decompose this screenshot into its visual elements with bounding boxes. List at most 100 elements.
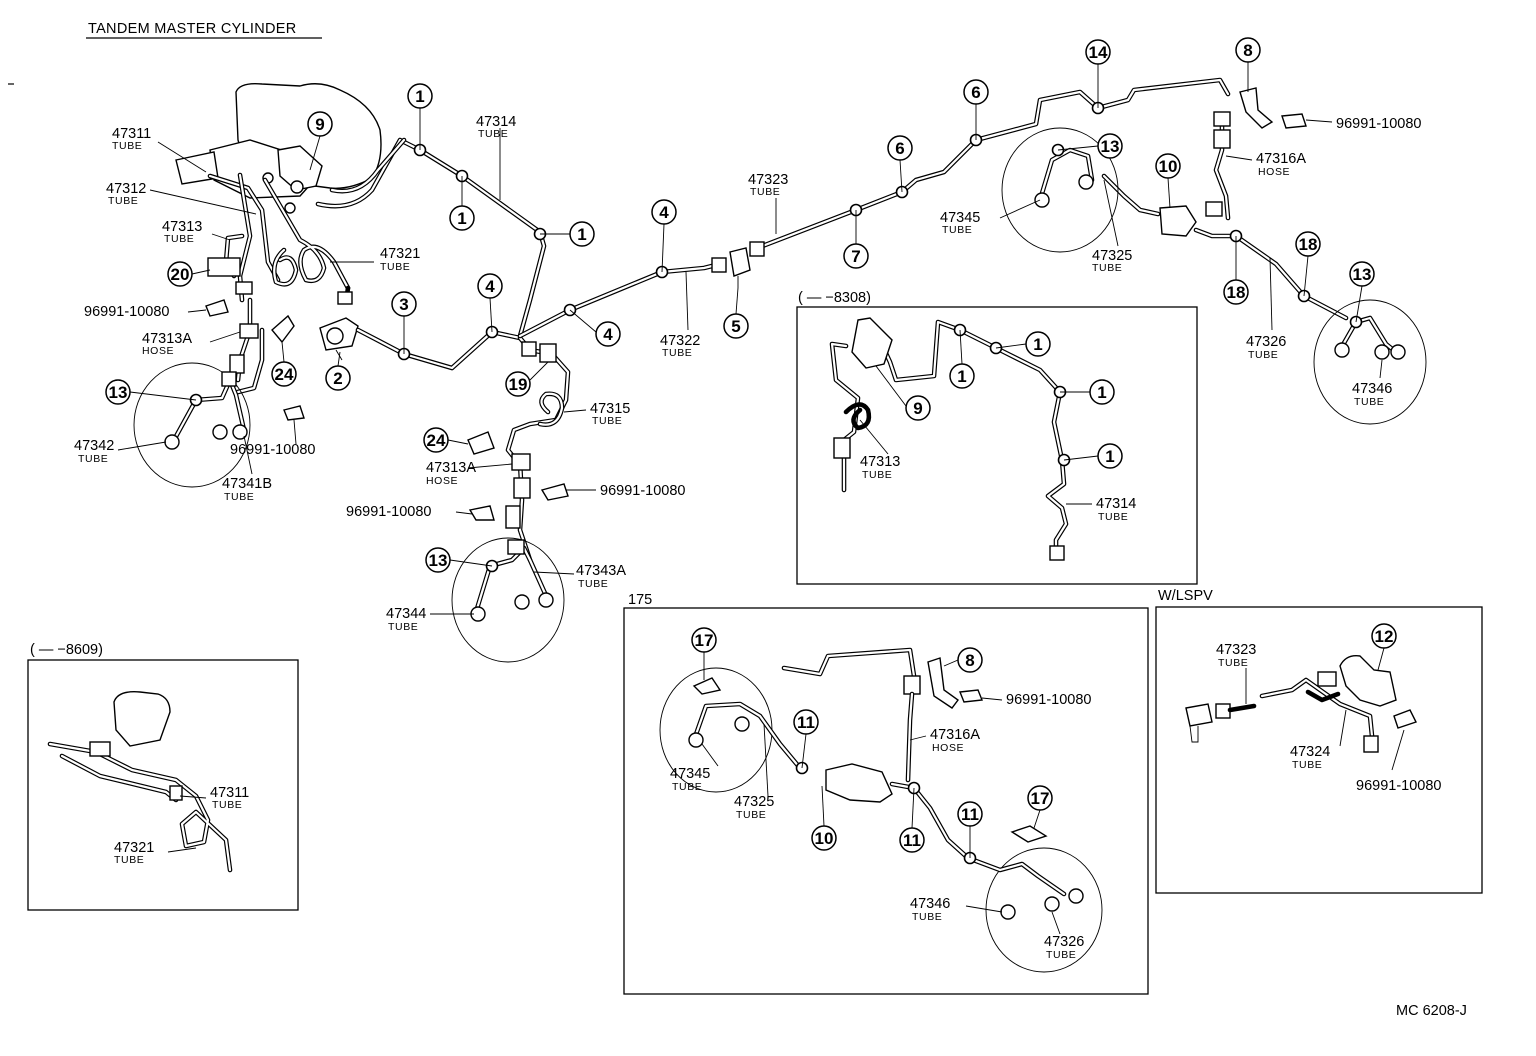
label-47345-type: TUBE — [942, 224, 972, 236]
label-47323: 47323 — [748, 172, 788, 188]
callout-13: 13 — [1057, 133, 1123, 159]
svg-text:20: 20 — [171, 265, 190, 284]
label-47341B-type: TUBE — [224, 491, 254, 503]
part-labels: 47311 TUBE 47312 TUBE 47313 TUBE 96991-1… — [30, 114, 1467, 1019]
callout-5: 5 — [723, 287, 749, 339]
label-47321: 47321 — [380, 246, 420, 262]
svg-text:19: 19 — [509, 375, 528, 394]
callout-4: 4 — [569, 309, 621, 347]
label-47346: 47346 — [1352, 381, 1392, 397]
svg-text:18: 18 — [1299, 235, 1318, 254]
callout-2: 2 — [325, 351, 351, 391]
callout-6: 6 — [963, 79, 989, 140]
callout-13: 13 — [425, 547, 493, 573]
label-47312-type: TUBE — [108, 195, 138, 207]
callout-19: 20 — [167, 261, 211, 287]
rear-left-wheel — [1001, 127, 1119, 253]
label-47314: 47314 — [476, 114, 516, 130]
label-47343A: 47343A — [576, 563, 626, 579]
svg-text:1: 1 — [1033, 335, 1042, 354]
clip-icon — [283, 405, 305, 421]
label-47311: 47311 — [210, 785, 249, 801]
label-clip: 96991-10080 — [1356, 778, 1441, 794]
label-47345: 47345 — [670, 766, 710, 782]
svg-text:1: 1 — [957, 367, 966, 386]
label-47325: 47325 — [734, 794, 774, 810]
svg-text:3: 3 — [399, 295, 408, 314]
label-47316A-type: HOSE — [932, 742, 964, 754]
svg-text:1: 1 — [577, 225, 586, 244]
callout-1: 1 — [407, 83, 433, 150]
label-47315-type: TUBE — [592, 415, 622, 427]
svg-text:11: 11 — [961, 805, 979, 824]
label-47342: 47342 — [74, 438, 114, 454]
label-47313A-type: HOSE — [426, 475, 458, 487]
label-clip: 96991-10080 — [1006, 692, 1091, 708]
front-left-wheel — [133, 362, 251, 488]
callout-18: 18 — [1223, 236, 1249, 305]
label-47324-type: TUBE — [1292, 759, 1322, 771]
callout-1: 1 — [1063, 443, 1123, 469]
svg-text:6: 6 — [895, 139, 904, 158]
diagram-title: TANDEM MASTER CYLINDER — [88, 21, 297, 37]
callout-1: 1 — [449, 176, 475, 231]
callout-1: 1 — [540, 221, 595, 247]
callout-10: 10 — [811, 785, 837, 851]
label-47316A: 47316A — [1256, 151, 1306, 167]
rear-right-wheel — [1313, 299, 1427, 425]
callout-17: 17 — [691, 627, 717, 680]
svg-text:10: 10 — [815, 829, 834, 848]
tube-47315 — [467, 335, 571, 563]
label-47344: 47344 — [386, 606, 426, 622]
callout-1: 1 — [995, 331, 1051, 357]
box-175 — [623, 607, 1149, 995]
label-47316A: 47316A — [930, 727, 980, 743]
label-47313A: 47313A — [142, 331, 192, 347]
svg-text:24: 24 — [275, 365, 294, 384]
label-47326: 47326 — [1044, 934, 1084, 950]
front-left-tubes — [207, 172, 353, 395]
label-47344-type: TUBE — [388, 621, 418, 633]
label-clip: 96991-10080 — [1336, 116, 1421, 132]
callout-10: 10 — [1155, 153, 1181, 209]
tube-rear-main — [517, 77, 1231, 339]
svg-text:5: 5 — [731, 317, 740, 336]
callout-3: 3 — [391, 291, 417, 354]
label-47311-type: TUBE — [212, 799, 242, 811]
svg-text:17: 17 — [695, 631, 714, 650]
label-47322-type: TUBE — [662, 347, 692, 359]
callout-12: 12 — [1371, 623, 1397, 671]
label-47314-type: TUBE — [478, 128, 508, 140]
callout-11: 11 — [957, 801, 983, 858]
box-upto-8609 — [27, 659, 299, 911]
rear-hose-valve — [1101, 87, 1349, 321]
figure-code: MC 6208-J — [1396, 1003, 1467, 1019]
label-47313: 47313 — [162, 219, 202, 235]
box-wlspv-header: W/LSPV — [1158, 588, 1213, 604]
svg-text:8: 8 — [965, 651, 974, 670]
prop-valve-2 — [319, 317, 523, 371]
svg-text:2: 2 — [333, 369, 342, 388]
label-47324: 47324 — [1290, 744, 1330, 760]
svg-text:1: 1 — [1097, 383, 1106, 402]
label-47313A: 47313A — [426, 460, 476, 476]
svg-text:13: 13 — [1101, 137, 1120, 156]
callout-11: 11 — [793, 709, 819, 769]
svg-text:1: 1 — [415, 87, 424, 106]
box-wlspv — [1155, 606, 1483, 894]
svg-text:6: 6 — [971, 83, 980, 102]
svg-text:12: 12 — [1375, 627, 1394, 646]
label-47345-type: TUBE — [672, 781, 702, 793]
svg-text:13: 13 — [1353, 265, 1372, 284]
callout-1: 1 — [1060, 379, 1115, 405]
clip-icon — [205, 299, 229, 317]
label-47346: 47346 — [910, 896, 950, 912]
label-47311-type: TUBE — [112, 140, 142, 152]
label-47326-type: TUBE — [1046, 949, 1076, 961]
box-upto-8308 — [796, 306, 1198, 585]
callout-17: 17 — [1027, 785, 1053, 829]
master-cylinder-assembly — [175, 82, 382, 214]
label-clip: 96991-10080 — [600, 483, 685, 499]
label-47325-type: TUBE — [1092, 262, 1122, 274]
